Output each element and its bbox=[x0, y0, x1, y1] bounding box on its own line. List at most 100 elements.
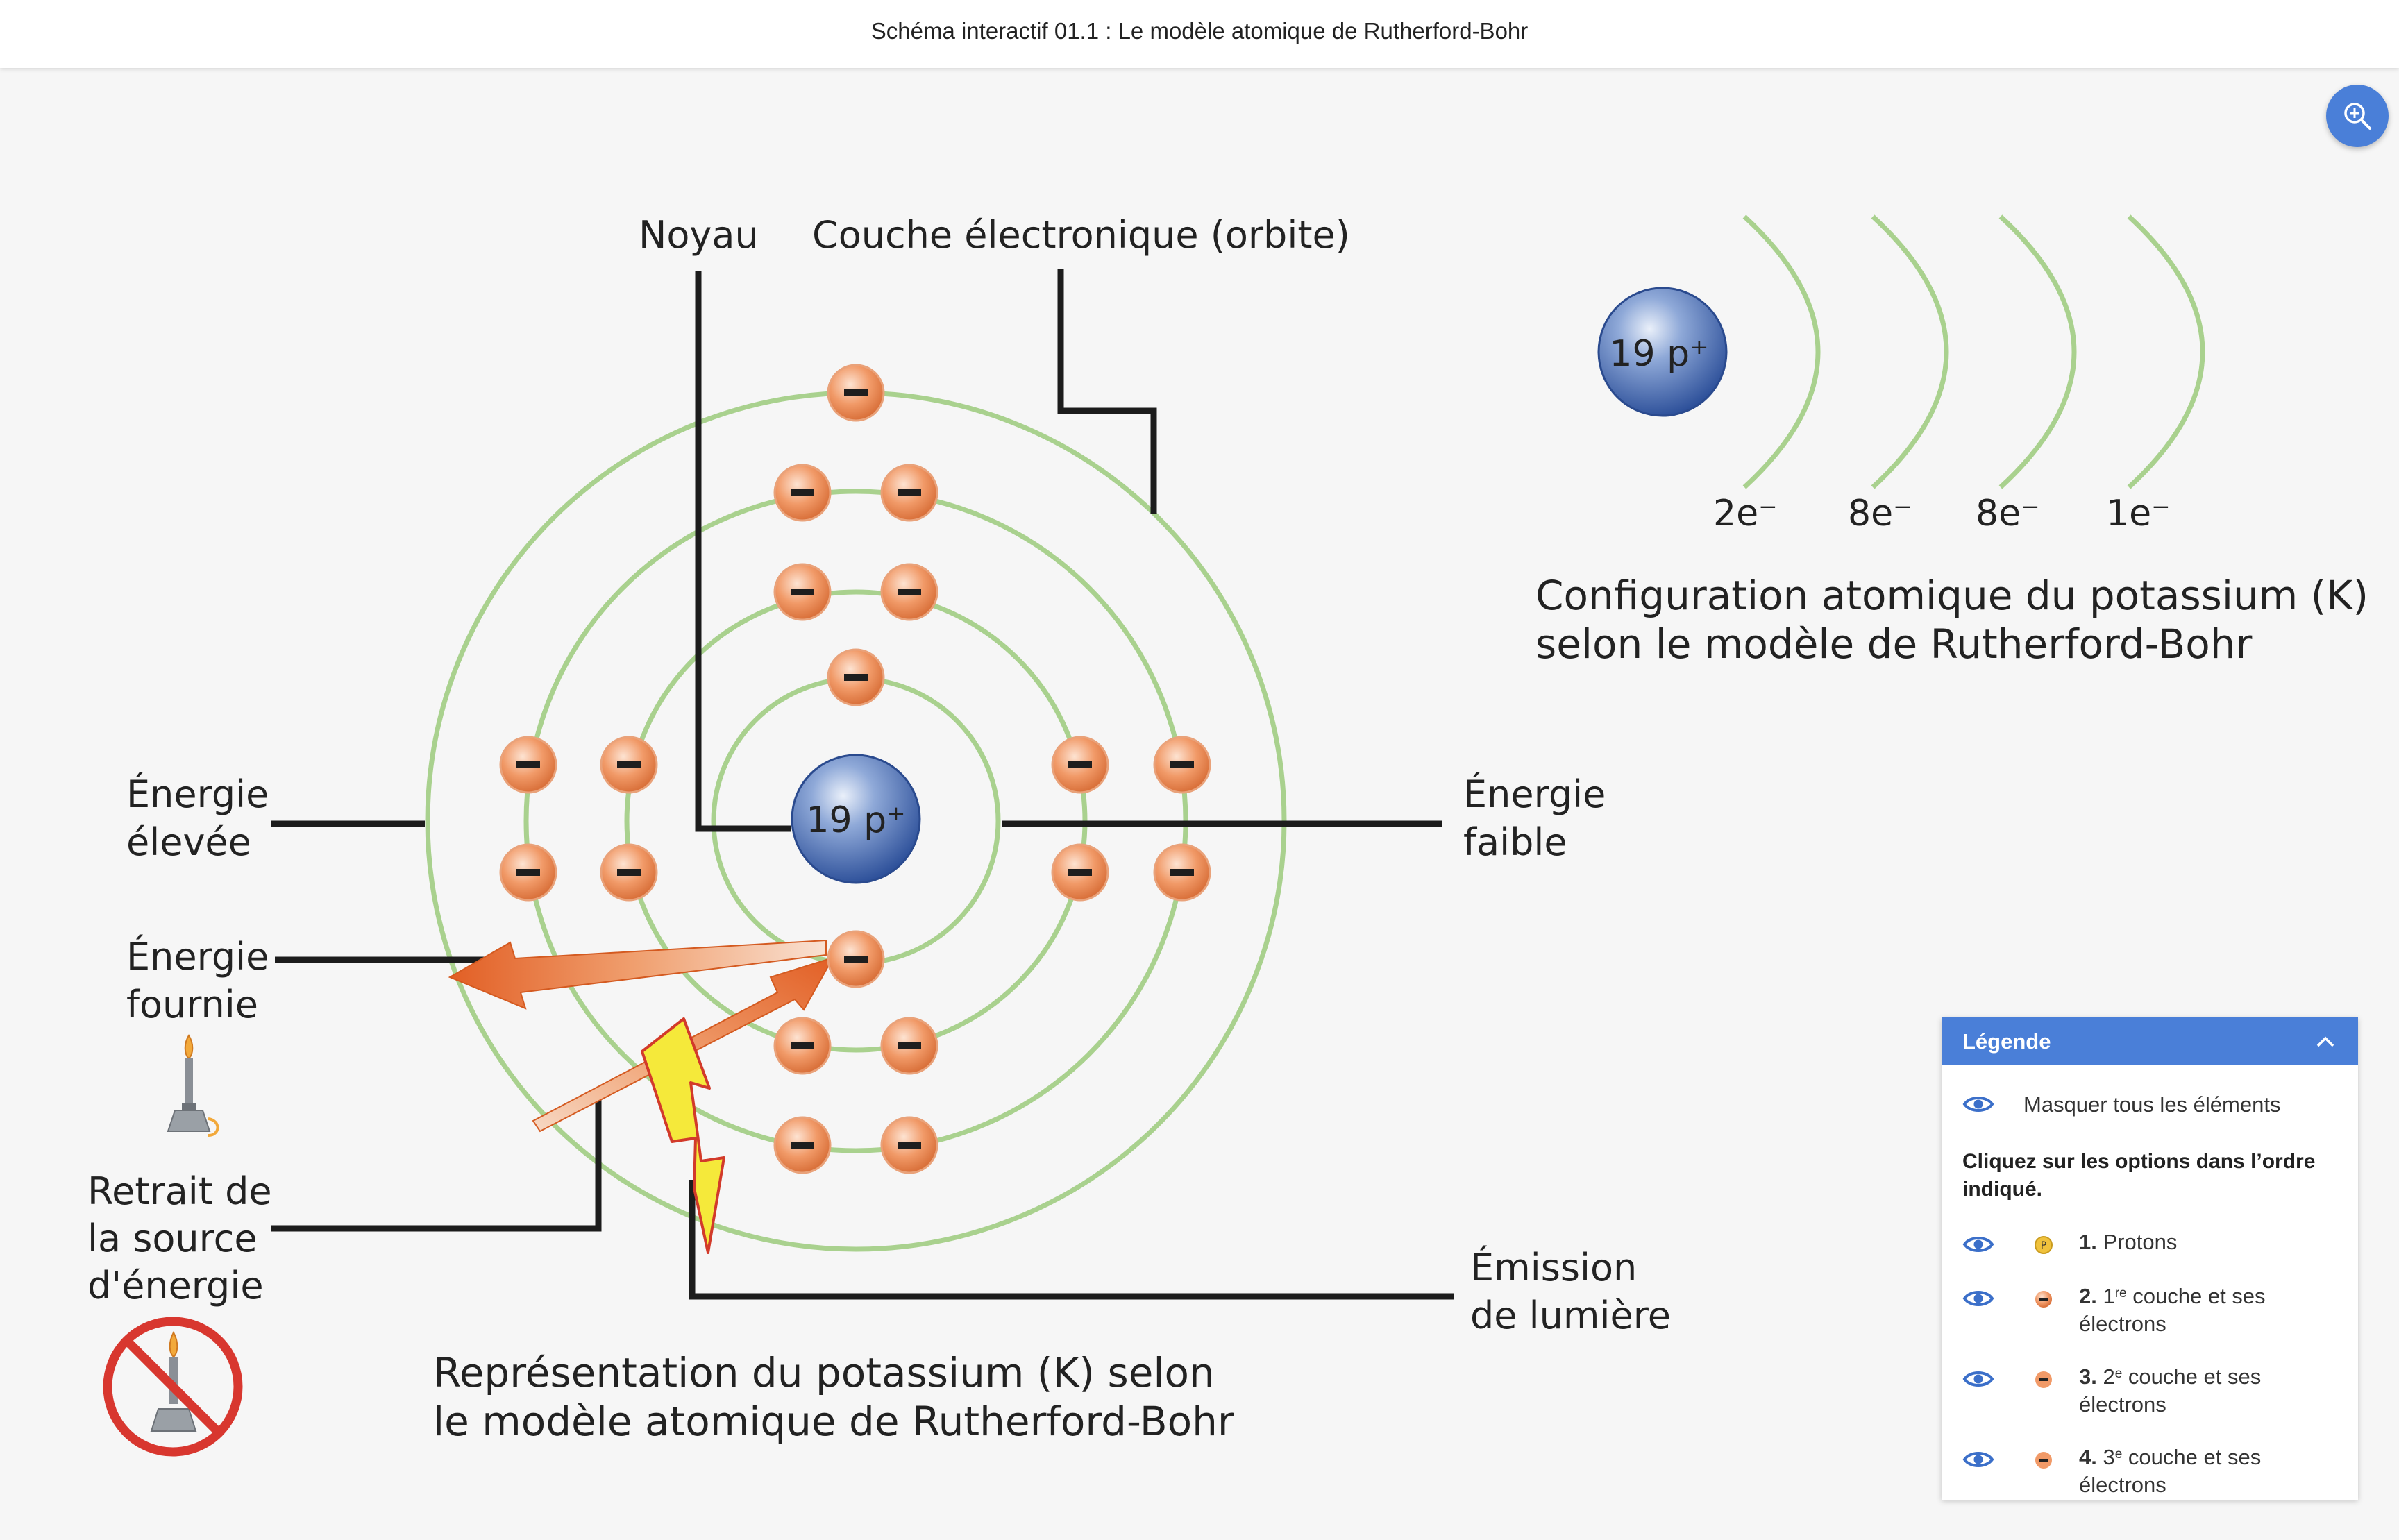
config-caption-2: selon le modèle de Rutherford-Bohr bbox=[1535, 620, 2253, 668]
config-shell-label-3: 8e⁻ bbox=[1976, 493, 2040, 534]
electron-13 bbox=[1051, 843, 1109, 902]
electron-icon bbox=[2035, 1291, 2052, 1308]
legend-item-shell-2[interactable]: 3. 2e couche et ses électrons bbox=[1942, 1360, 2358, 1420]
noyau-leader bbox=[695, 271, 791, 832]
config-nucleus-label: 19 p⁺ bbox=[1609, 333, 1708, 375]
electron-minus-sign bbox=[516, 761, 540, 768]
electron-minus-sign bbox=[1068, 869, 1092, 876]
electron-1 bbox=[827, 364, 885, 422]
svg-text:P: P bbox=[2041, 1240, 2046, 1251]
no-energy-source-icon bbox=[103, 1317, 243, 1457]
electron-5 bbox=[880, 563, 938, 621]
hide-all-label[interactable]: Masquer tous les éléments bbox=[2023, 1092, 2281, 1117]
electron-4 bbox=[773, 563, 832, 621]
page-title: Schéma interactif 01.1 : Le modèle atomi… bbox=[870, 18, 1529, 44]
electron-17 bbox=[880, 1017, 938, 1075]
eye-icon[interactable] bbox=[1962, 1288, 1994, 1309]
electron-6 bbox=[827, 648, 885, 706]
legend-title: Légende bbox=[1962, 1029, 2051, 1054]
eye-icon[interactable] bbox=[1962, 1234, 1994, 1255]
legend-item-label[interactable]: 4. 3e couche et ses électrons bbox=[2079, 1445, 2262, 1497]
electron-3 bbox=[880, 464, 938, 522]
electron-9 bbox=[1051, 736, 1109, 794]
legend-panel: Légende Masquer tous les éléments Clique… bbox=[1942, 1017, 2358, 1500]
config-shell-label-4: 1e⁻ bbox=[2106, 493, 2171, 534]
electron-18 bbox=[773, 1116, 832, 1174]
label-energie-fournie-1: Énergie bbox=[126, 935, 269, 979]
electron-icon bbox=[2035, 1371, 2052, 1388]
zoom-button[interactable] bbox=[2326, 85, 2389, 147]
zoom-in-icon bbox=[2344, 103, 2371, 130]
config-shell-label-2: 8e⁻ bbox=[1848, 493, 1912, 534]
caption-line-2: le modèle atomique de Rutherford-Bohr bbox=[433, 1398, 1234, 1445]
electron-icon bbox=[2035, 1452, 2052, 1469]
config-caption-1: Configuration atomique du potassium (K) bbox=[1535, 572, 2368, 619]
electron-minus-sign bbox=[898, 589, 921, 595]
electron-minus-sign bbox=[516, 869, 540, 876]
label-energie-faible-1: Énergie bbox=[1463, 772, 1606, 816]
nucleus: 19 p⁺ bbox=[791, 754, 921, 884]
legend-item-label[interactable]: 3. 2e couche et ses électrons bbox=[2079, 1364, 2262, 1416]
electron-minus-sign bbox=[791, 489, 814, 496]
electron-10 bbox=[1153, 736, 1211, 794]
electron-minus-sign bbox=[898, 1142, 921, 1149]
nucleus-label: 19 p⁺ bbox=[806, 799, 905, 841]
electron-minus-sign bbox=[791, 1042, 814, 1049]
electron-minus-sign bbox=[617, 761, 641, 768]
arrow-energy-down bbox=[448, 939, 827, 1010]
retrait-leader bbox=[271, 1093, 602, 1232]
electron-minus-sign bbox=[791, 1142, 814, 1149]
eye-icon[interactable] bbox=[1962, 1369, 1994, 1389]
label-energie-elevee-1: Énergie bbox=[126, 772, 269, 816]
eye-icon[interactable] bbox=[1962, 1449, 1994, 1470]
label-emission-2: de lumière bbox=[1470, 1294, 1671, 1337]
electron-15 bbox=[827, 930, 885, 988]
electron-minus-sign bbox=[617, 869, 641, 876]
chevron-up-icon[interactable] bbox=[2314, 1030, 2337, 1054]
proton-icon: P bbox=[2035, 1236, 2053, 1254]
legend-item-shell-1[interactable]: 2. 1re couche et ses électrons bbox=[1942, 1280, 2358, 1339]
electron-minus-sign bbox=[844, 674, 868, 681]
legend-instruction: Cliquez sur les options dans l’ordre ind… bbox=[1962, 1150, 2316, 1201]
label-energie-faible-2: faible bbox=[1463, 820, 1567, 864]
legend-item-shell-3[interactable]: 4. 3e couche et ses électrons bbox=[1942, 1441, 2358, 1500]
label-energie-fournie-2: fournie bbox=[126, 983, 258, 1026]
label-retrait-1: Retrait de bbox=[87, 1169, 272, 1213]
label-retrait-2: la source bbox=[87, 1217, 258, 1260]
electron-minus-sign bbox=[844, 389, 868, 396]
legend-item-protons[interactable]: P 1. Protons bbox=[1942, 1226, 2358, 1260]
legend-item-label[interactable]: 1. Protons bbox=[2079, 1230, 2178, 1254]
legend-item-label[interactable]: 2. 1re couche et ses électrons bbox=[2079, 1284, 2266, 1336]
electron-minus-sign bbox=[1170, 869, 1194, 876]
header-bar: Schéma interactif 01.1 : Le modèle atomi… bbox=[0, 0, 2399, 68]
electron-12 bbox=[600, 843, 658, 902]
emission-leader bbox=[689, 1180, 1454, 1300]
leader-lines bbox=[271, 269, 1454, 1300]
caption-line-1: Représentation du potassium (K) selon bbox=[433, 1349, 1215, 1396]
electron-16 bbox=[773, 1017, 832, 1075]
electrons bbox=[499, 364, 1211, 1174]
hide-all-row[interactable]: Masquer tous les éléments bbox=[1942, 1087, 2358, 1122]
couche-leader bbox=[1057, 269, 1157, 514]
label-retrait-3: d'énergie bbox=[87, 1264, 264, 1308]
lightning-bolt bbox=[641, 1017, 725, 1254]
electron-minus-sign bbox=[791, 589, 814, 595]
config-shell-label-1: 2e⁻ bbox=[1713, 493, 1778, 534]
electron-minus-sign bbox=[898, 489, 921, 496]
electron-minus-sign bbox=[898, 1042, 921, 1049]
electron-11 bbox=[499, 843, 557, 902]
label-emission-1: Émission bbox=[1470, 1246, 1637, 1289]
legend-header[interactable]: Légende bbox=[1942, 1017, 2358, 1065]
electron-14 bbox=[1153, 843, 1211, 902]
electron-19 bbox=[880, 1116, 938, 1174]
electron-minus-sign bbox=[1068, 761, 1092, 768]
bunsen-burner-icon bbox=[167, 1034, 219, 1137]
electron-minus-sign bbox=[844, 956, 868, 963]
eye-icon[interactable] bbox=[1962, 1094, 1994, 1115]
config-shells bbox=[1742, 214, 2205, 489]
electron-2 bbox=[773, 464, 832, 522]
electron-8 bbox=[600, 736, 658, 794]
electron-7 bbox=[499, 736, 557, 794]
label-energie-elevee-2: élevée bbox=[126, 820, 251, 864]
